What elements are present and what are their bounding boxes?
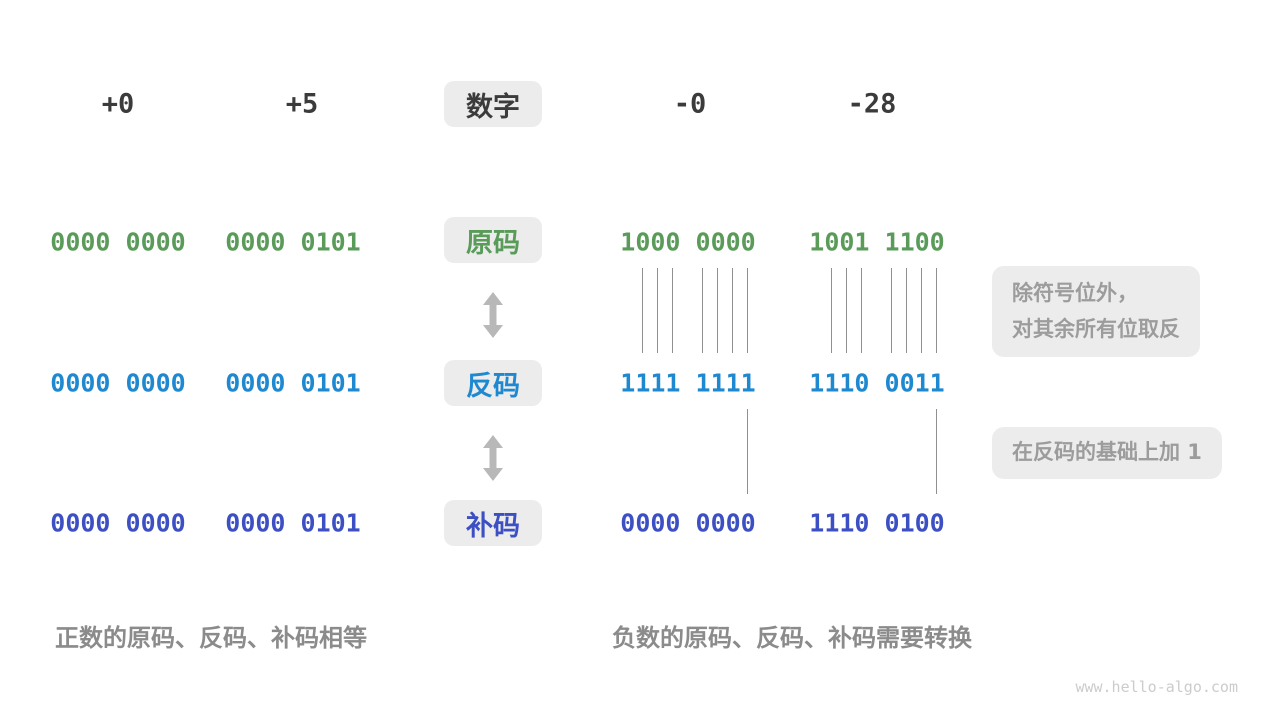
bit-connector-line — [642, 268, 643, 353]
negative-numbers-caption: 负数的原码、反码、补码需要转换 — [612, 624, 972, 652]
positive-numbers-caption: 正数的原码、反码、补码相等 — [55, 624, 367, 652]
bit-connector-line — [657, 268, 658, 353]
binary-value-twos-neg28: 1110 0100 — [809, 508, 945, 538]
add-one-connector-line — [747, 409, 748, 494]
binary-value-sign-pos5: 0000 0101 — [225, 227, 361, 257]
swap-arrow-icon — [482, 292, 504, 342]
binary-value-ones-pos5: 0000 0101 — [225, 368, 361, 398]
header-number-pos-zero: +0 — [101, 88, 135, 120]
header-number-neg-28: -28 — [847, 88, 897, 120]
binary-value-sign-neg28: 1001 1100 — [809, 227, 945, 257]
ones-complement-label-box: 反码 — [444, 360, 542, 406]
add-one-connector-line — [936, 409, 937, 494]
header-number-neg-zero: -0 — [673, 88, 707, 120]
number-label-box: 数字 — [444, 81, 542, 127]
website-watermark: www.hello-algo.com — [1075, 678, 1238, 696]
swap-arrow-icon — [482, 435, 504, 485]
binary-value-ones-neg28: 1110 0011 — [809, 368, 945, 398]
binary-value-twos-neg0: 0000 0000 — [620, 508, 756, 538]
bit-connector-line — [831, 268, 832, 353]
binary-value-ones-pos0: 0000 0000 — [50, 368, 186, 398]
bit-connector-line — [906, 268, 907, 353]
invert-bits-annotation: 除符号位外， 对其余所有位取反 — [992, 266, 1200, 358]
bit-connector-line — [891, 268, 892, 353]
bit-connector-line — [747, 268, 748, 353]
bit-connector-line — [732, 268, 733, 353]
header-number-pos-five: +5 — [285, 88, 319, 120]
binary-value-twos-pos5: 0000 0101 — [225, 508, 361, 538]
twos-complement-label-box: 补码 — [444, 500, 542, 546]
binary-value-ones-neg0: 1111 1111 — [620, 368, 756, 398]
invert-bits-annotation-line2: 对其余所有位取反 — [1012, 316, 1180, 341]
bit-connector-line — [861, 268, 862, 353]
bit-connector-line — [672, 268, 673, 353]
add-one-annotation: 在反码的基础上加 1 — [992, 427, 1222, 479]
bit-connector-line — [921, 268, 922, 353]
bit-connector-line — [717, 268, 718, 353]
binary-value-sign-pos0: 0000 0000 — [50, 227, 186, 257]
bit-connector-line — [936, 268, 937, 353]
binary-value-twos-pos0: 0000 0000 — [50, 508, 186, 538]
invert-bits-annotation-line1: 除符号位外， — [1012, 281, 1138, 305]
bit-connector-line — [846, 268, 847, 353]
sign-magnitude-label-box: 原码 — [444, 217, 542, 263]
bit-connector-line — [702, 268, 703, 353]
binary-value-sign-neg0: 1000 0000 — [620, 227, 756, 257]
